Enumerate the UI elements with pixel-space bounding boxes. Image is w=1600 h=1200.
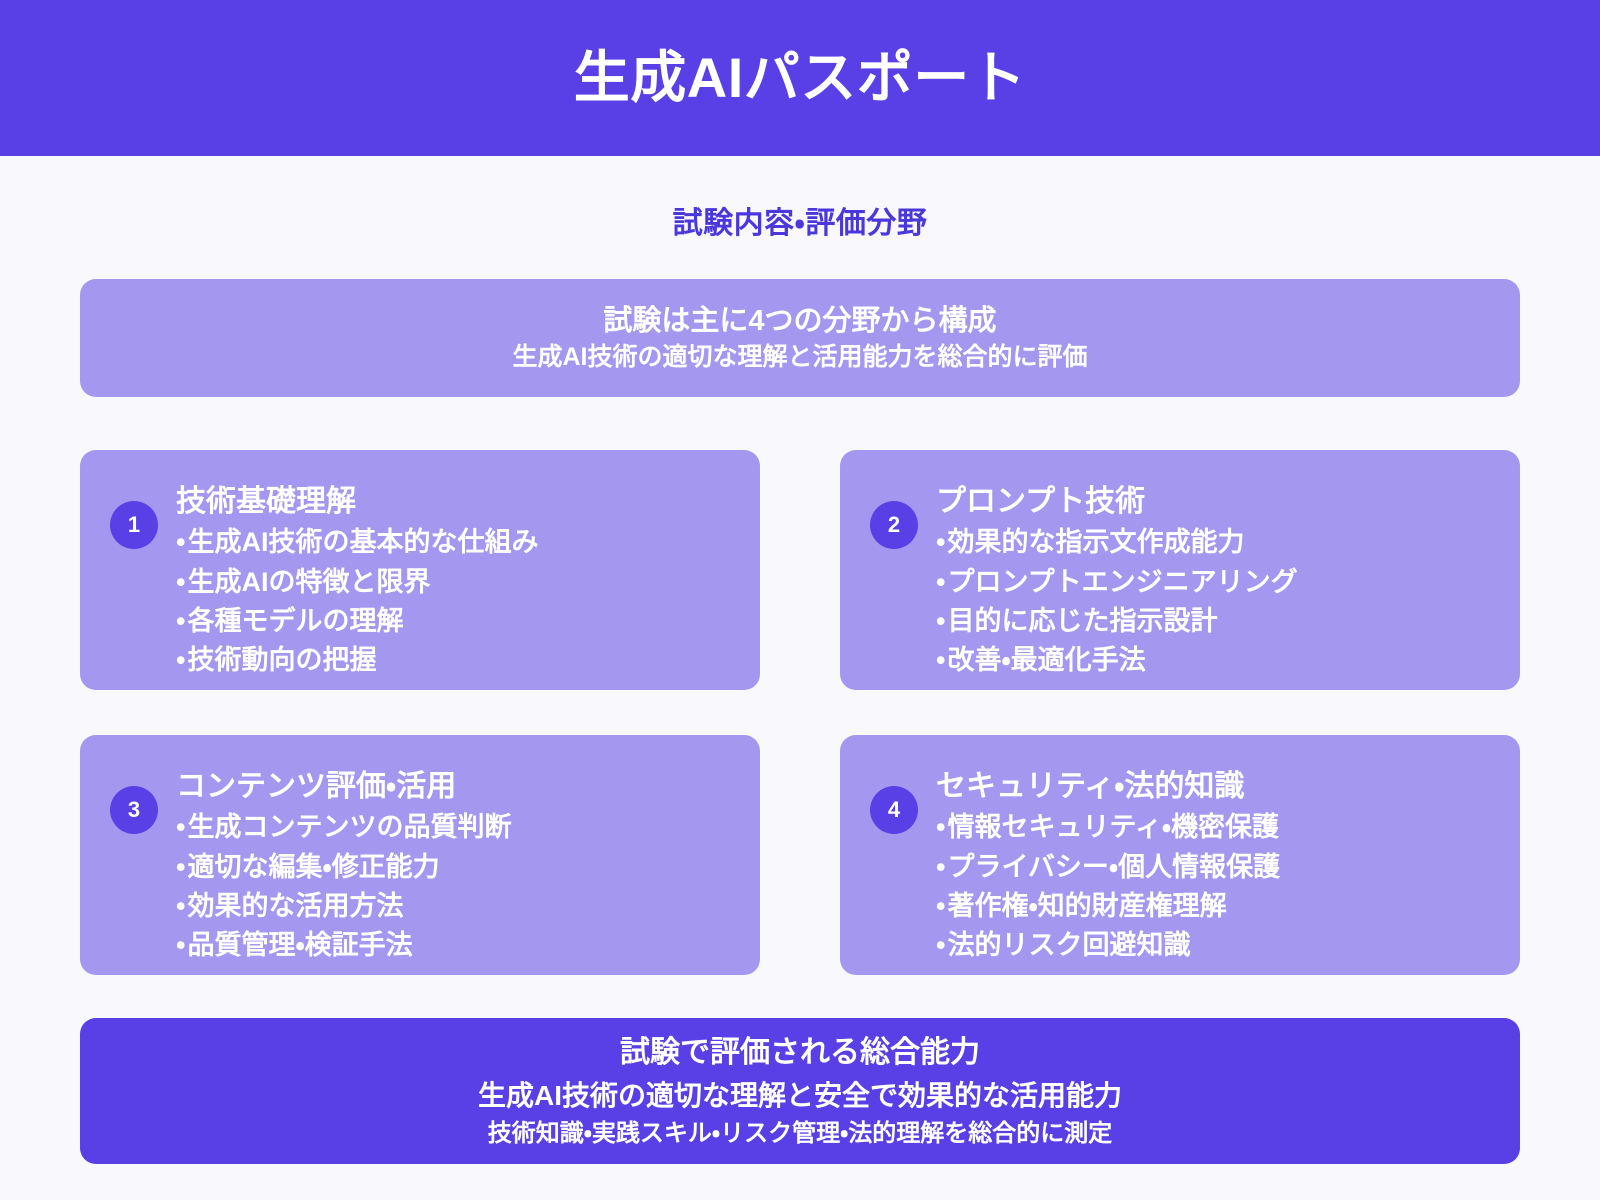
summary-headline: 試験で評価される総合能力 bbox=[620, 1036, 980, 1070]
list-item: •情報セキュリティ・機密保護 bbox=[936, 808, 1494, 847]
bullet-icon: • bbox=[936, 812, 946, 843]
bullet-icon: • bbox=[176, 566, 186, 597]
list-item-label: 効果的な活用方法 bbox=[187, 890, 404, 921]
header-banner: 生成AIパスポート bbox=[0, 0, 1600, 156]
card-title: コンテンツ評価・活用 bbox=[176, 770, 457, 803]
card-number-badge: 3 bbox=[110, 786, 158, 834]
domain-card-2[interactable]: 2 プロンプト技術 •効果的な指示文作成能力 •プロンプトエンジニアリング •目… bbox=[840, 450, 1520, 690]
list-item: •改善・最適化手法 bbox=[936, 641, 1494, 680]
bullet-icon: • bbox=[936, 851, 946, 882]
list-item: •効果的な活用方法 bbox=[176, 887, 734, 926]
domain-card-4[interactable]: 4 セキュリティ・法的知識 •情報セキュリティ・機密保護 •プライバシー・個人情… bbox=[840, 735, 1520, 975]
intro-banner-subtext: 生成AI技術の適切な理解と活用能力を総合的に評価 bbox=[512, 343, 1088, 371]
list-item: •法的リスク回避知識 bbox=[936, 926, 1494, 965]
card-bullet-list: •生成AI技術の基本的な仕組み •生成AIの特徴と限界 •各種モデルの理解 •技… bbox=[176, 523, 734, 680]
bullet-icon: • bbox=[176, 890, 186, 921]
list-item: •目的に応じた指示設計 bbox=[936, 602, 1494, 641]
card-bullet-list: •情報セキュリティ・機密保護 •プライバシー・個人情報保護 •著作権・知的財産権… bbox=[936, 808, 1494, 965]
list-item-label: 法的リスク回避知識 bbox=[947, 929, 1191, 960]
card-number-badge: 2 bbox=[870, 501, 918, 549]
list-item-label: 各種モデルの理解 bbox=[187, 605, 404, 636]
list-item: •著作権・知的財産権理解 bbox=[936, 887, 1494, 926]
list-item-label: 生成コンテンツの品質判断 bbox=[187, 812, 512, 843]
bullet-icon: • bbox=[936, 527, 946, 558]
card-bullet-list: •生成コンテンツの品質判断 •適切な編集・修正能力 •効果的な活用方法 •品質管… bbox=[176, 808, 734, 965]
bullet-icon: • bbox=[936, 890, 946, 921]
list-item-label: 目的に応じた指示設計 bbox=[947, 605, 1218, 636]
list-item-label: 適切な編集・修正能力 bbox=[187, 851, 440, 882]
card-body: セキュリティ・法的知識 •情報セキュリティ・機密保護 •プライバシー・個人情報保… bbox=[936, 768, 1494, 965]
list-item: •生成コンテンツの品質判断 bbox=[176, 808, 734, 847]
list-item-label: 生成AI技術の基本的な仕組み bbox=[187, 527, 539, 558]
intro-banner-headline: 試験は主に4つの分野から構成 bbox=[603, 304, 997, 337]
card-title: セキュリティ・法的知識 bbox=[936, 770, 1245, 803]
bullet-icon: • bbox=[176, 605, 186, 636]
list-item: •生成AI技術の基本的な仕組み bbox=[176, 523, 734, 562]
list-item-label: 情報セキュリティ・機密保護 bbox=[947, 812, 1280, 843]
bullet-icon: • bbox=[176, 644, 186, 675]
summary-banner: 試験で評価される総合能力 生成AI技術の適切な理解と安全で効果的な活用能力 技術… bbox=[80, 1018, 1520, 1164]
domain-card-grid: 1 技術基礎理解 •生成AI技術の基本的な仕組み •生成AIの特徴と限界 •各種… bbox=[80, 450, 1520, 975]
list-item-label: プロンプトエンジニアリング bbox=[947, 566, 1298, 597]
card-number-badge: 1 bbox=[110, 501, 158, 549]
domain-card-1[interactable]: 1 技術基礎理解 •生成AI技術の基本的な仕組み •生成AIの特徴と限界 •各種… bbox=[80, 450, 760, 690]
bullet-icon: • bbox=[936, 929, 946, 960]
bullet-icon: • bbox=[936, 644, 946, 675]
card-title: プロンプト技術 bbox=[936, 485, 1146, 518]
list-item-label: 生成AIの特徴と限界 bbox=[187, 566, 431, 597]
summary-detail: 技術知識・実践スキル・リスク管理・法的理解を総合的に測定 bbox=[487, 1119, 1113, 1147]
section-subtitle: 試験内容・評価分野 bbox=[672, 207, 928, 240]
bullet-icon: • bbox=[176, 527, 186, 558]
list-item: •プライバシー・個人情報保護 bbox=[936, 848, 1494, 887]
list-item-label: 技術動向の把握 bbox=[187, 644, 377, 675]
list-item: •技術動向の把握 bbox=[176, 641, 734, 680]
list-item-label: 改善・最適化手法 bbox=[947, 644, 1146, 675]
list-item: •効果的な指示文作成能力 bbox=[936, 523, 1494, 562]
card-body: コンテンツ評価・活用 •生成コンテンツの品質判断 •適切な編集・修正能力 •効果… bbox=[176, 768, 734, 965]
list-item-label: 品質管理・検証手法 bbox=[187, 929, 413, 960]
list-item-label: 効果的な指示文作成能力 bbox=[947, 527, 1245, 558]
list-item: •生成AIの特徴と限界 bbox=[176, 563, 734, 602]
list-item: •適切な編集・修正能力 bbox=[176, 848, 734, 887]
card-body: プロンプト技術 •効果的な指示文作成能力 •プロンプトエンジニアリング •目的に… bbox=[936, 483, 1494, 680]
summary-subtext: 生成AI技術の適切な理解と安全で効果的な活用能力 bbox=[477, 1080, 1122, 1112]
card-number-badge: 4 bbox=[870, 786, 918, 834]
bullet-icon: • bbox=[176, 812, 186, 843]
list-item: •品質管理・検証手法 bbox=[176, 926, 734, 965]
domain-card-3[interactable]: 3 コンテンツ評価・活用 •生成コンテンツの品質判断 •適切な編集・修正能力 •… bbox=[80, 735, 760, 975]
card-body: 技術基礎理解 •生成AI技術の基本的な仕組み •生成AIの特徴と限界 •各種モデ… bbox=[176, 483, 734, 680]
card-title: 技術基礎理解 bbox=[176, 485, 356, 518]
list-item: •各種モデルの理解 bbox=[176, 602, 734, 641]
bullet-icon: • bbox=[176, 851, 186, 882]
list-item-label: 著作権・知的財産権理解 bbox=[947, 890, 1227, 921]
bullet-icon: • bbox=[936, 566, 946, 597]
bullet-icon: • bbox=[936, 605, 946, 636]
bullet-icon: • bbox=[176, 929, 186, 960]
list-item: •プロンプトエンジニアリング bbox=[936, 563, 1494, 602]
list-item-label: プライバシー・個人情報保護 bbox=[947, 851, 1281, 882]
intro-banner: 試験は主に4つの分野から構成 生成AI技術の適切な理解と活用能力を総合的に評価 bbox=[80, 279, 1520, 397]
card-bullet-list: •効果的な指示文作成能力 •プロンプトエンジニアリング •目的に応じた指示設計 … bbox=[936, 523, 1494, 680]
page-title: 生成AIパスポート bbox=[573, 46, 1027, 110]
